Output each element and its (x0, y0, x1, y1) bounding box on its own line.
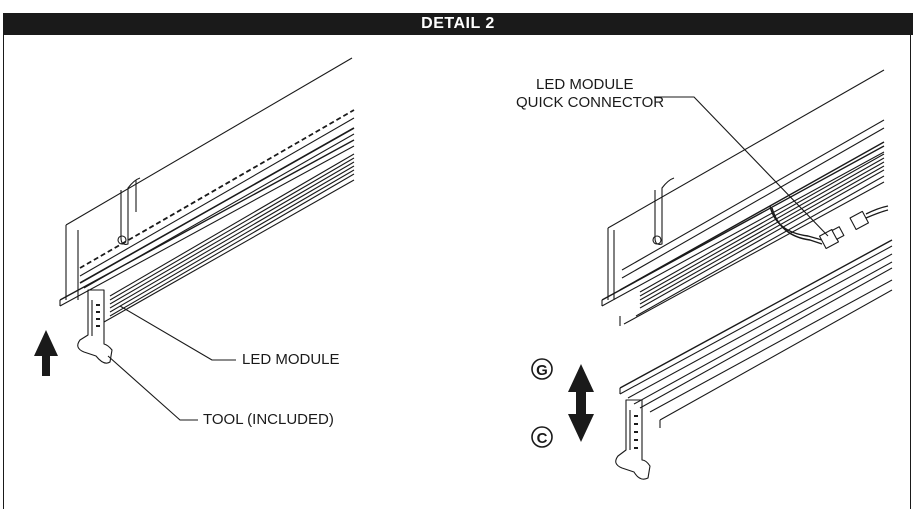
marker-g: G (531, 358, 553, 380)
connector-leader (654, 96, 829, 237)
up-down-arrow-icon (568, 364, 594, 442)
tool-leader (107, 355, 198, 421)
detail-title: DETAIL 2 (3, 13, 913, 35)
right-fixture-housing (601, 69, 885, 326)
left-fixture-housing (59, 57, 355, 323)
led-module-leader (119, 305, 236, 361)
tool-label: TOOL (INCLUDED) (203, 411, 334, 428)
up-arrow-icon (34, 330, 58, 376)
quick-connector (769, 205, 889, 250)
svg-text:C: C (537, 430, 548, 447)
left-removal-tool (77, 289, 113, 364)
svg-text:G: G (536, 362, 548, 379)
connector-label-line2: QUICK CONNECTOR (516, 94, 665, 111)
marker-c: C (531, 426, 553, 448)
right-removal-tool (615, 399, 651, 480)
connector-label-line1: LED MODULE (536, 76, 634, 93)
right-led-module (619, 239, 893, 428)
led-module-label: LED MODULE (242, 351, 340, 368)
